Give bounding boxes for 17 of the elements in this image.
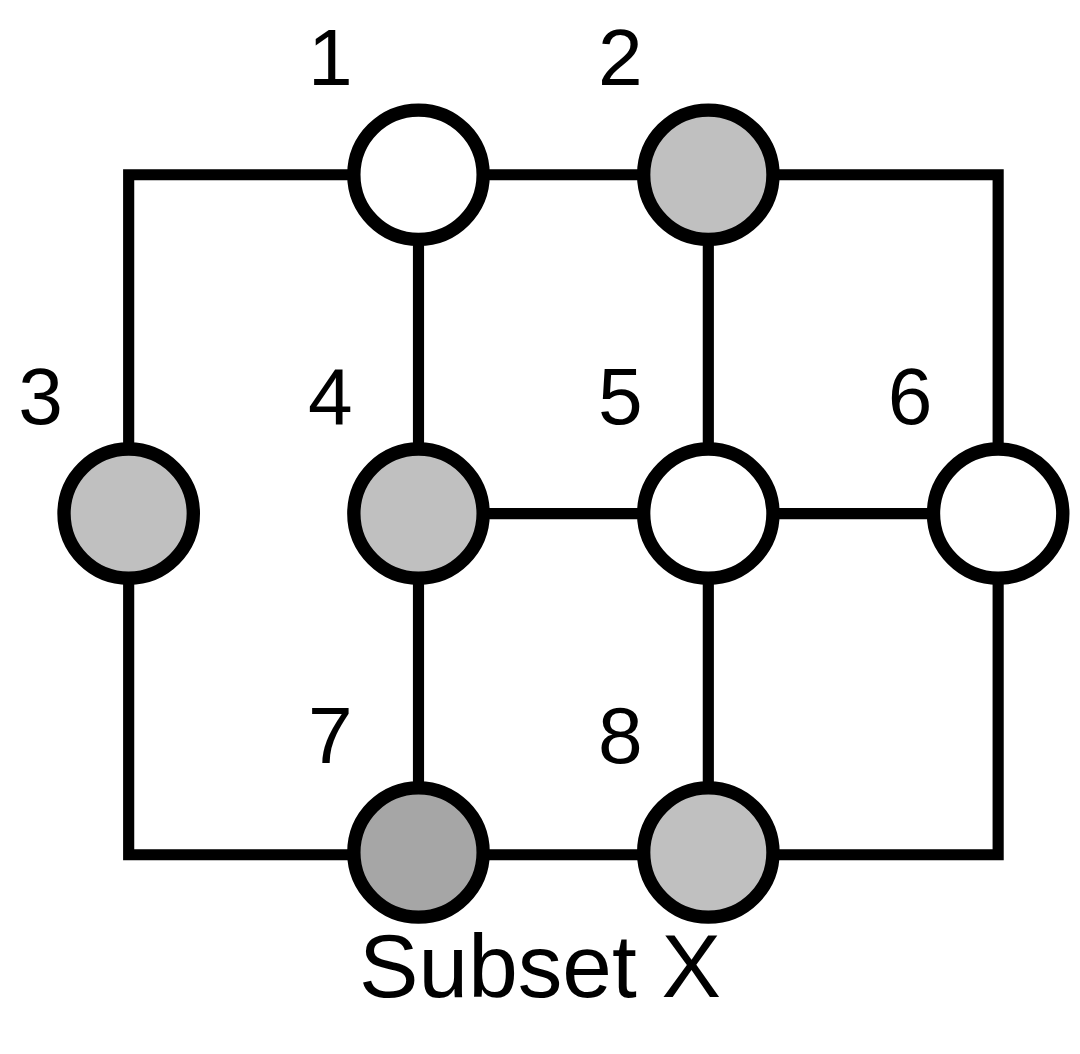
node-label: 5: [597, 351, 643, 441]
node-circle: [926, 442, 1070, 585]
node-circle: [347, 781, 490, 924]
node-label: 4: [308, 351, 353, 441]
node-circle: [636, 103, 780, 247]
node-label: 6: [887, 351, 933, 441]
node-circle: [636, 442, 780, 585]
node-label: 8: [597, 689, 643, 780]
node-label: 1: [308, 12, 353, 103]
node-label: 3: [18, 351, 63, 441]
node-circle: [57, 442, 200, 585]
node-label: 7: [308, 689, 353, 780]
node-circle: [636, 781, 780, 924]
caption: Subset X: [359, 916, 721, 1017]
node-label: 2: [597, 12, 643, 103]
node-circle: [347, 442, 490, 585]
node-circle: [347, 103, 490, 247]
